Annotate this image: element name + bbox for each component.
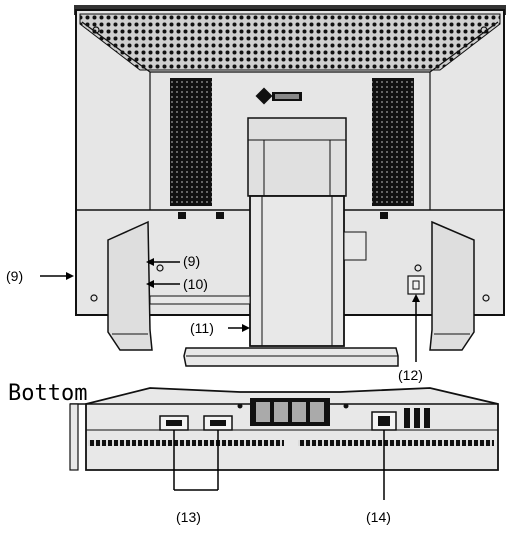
bottom-section-title: Bottom <box>8 381 87 406</box>
security-slot <box>407 275 425 295</box>
callout-11: (11) <box>190 320 214 336</box>
callout-9-inner: (9) <box>183 253 200 269</box>
callout-10: (10) <box>183 276 208 292</box>
brand-logo <box>255 87 302 105</box>
callout-14: (14) <box>366 509 391 525</box>
callout-arrows-top <box>40 258 420 362</box>
monitor-bottom-view <box>69 387 499 471</box>
right-arm <box>429 220 475 351</box>
stand <box>183 117 399 367</box>
power-connector <box>371 411 397 431</box>
left-arm <box>107 220 153 351</box>
callout-12: (12) <box>398 367 423 383</box>
callout-9-outer: (9) <box>6 268 23 284</box>
callout-13: (13) <box>176 509 201 525</box>
callout-lines-bottom <box>173 430 385 500</box>
